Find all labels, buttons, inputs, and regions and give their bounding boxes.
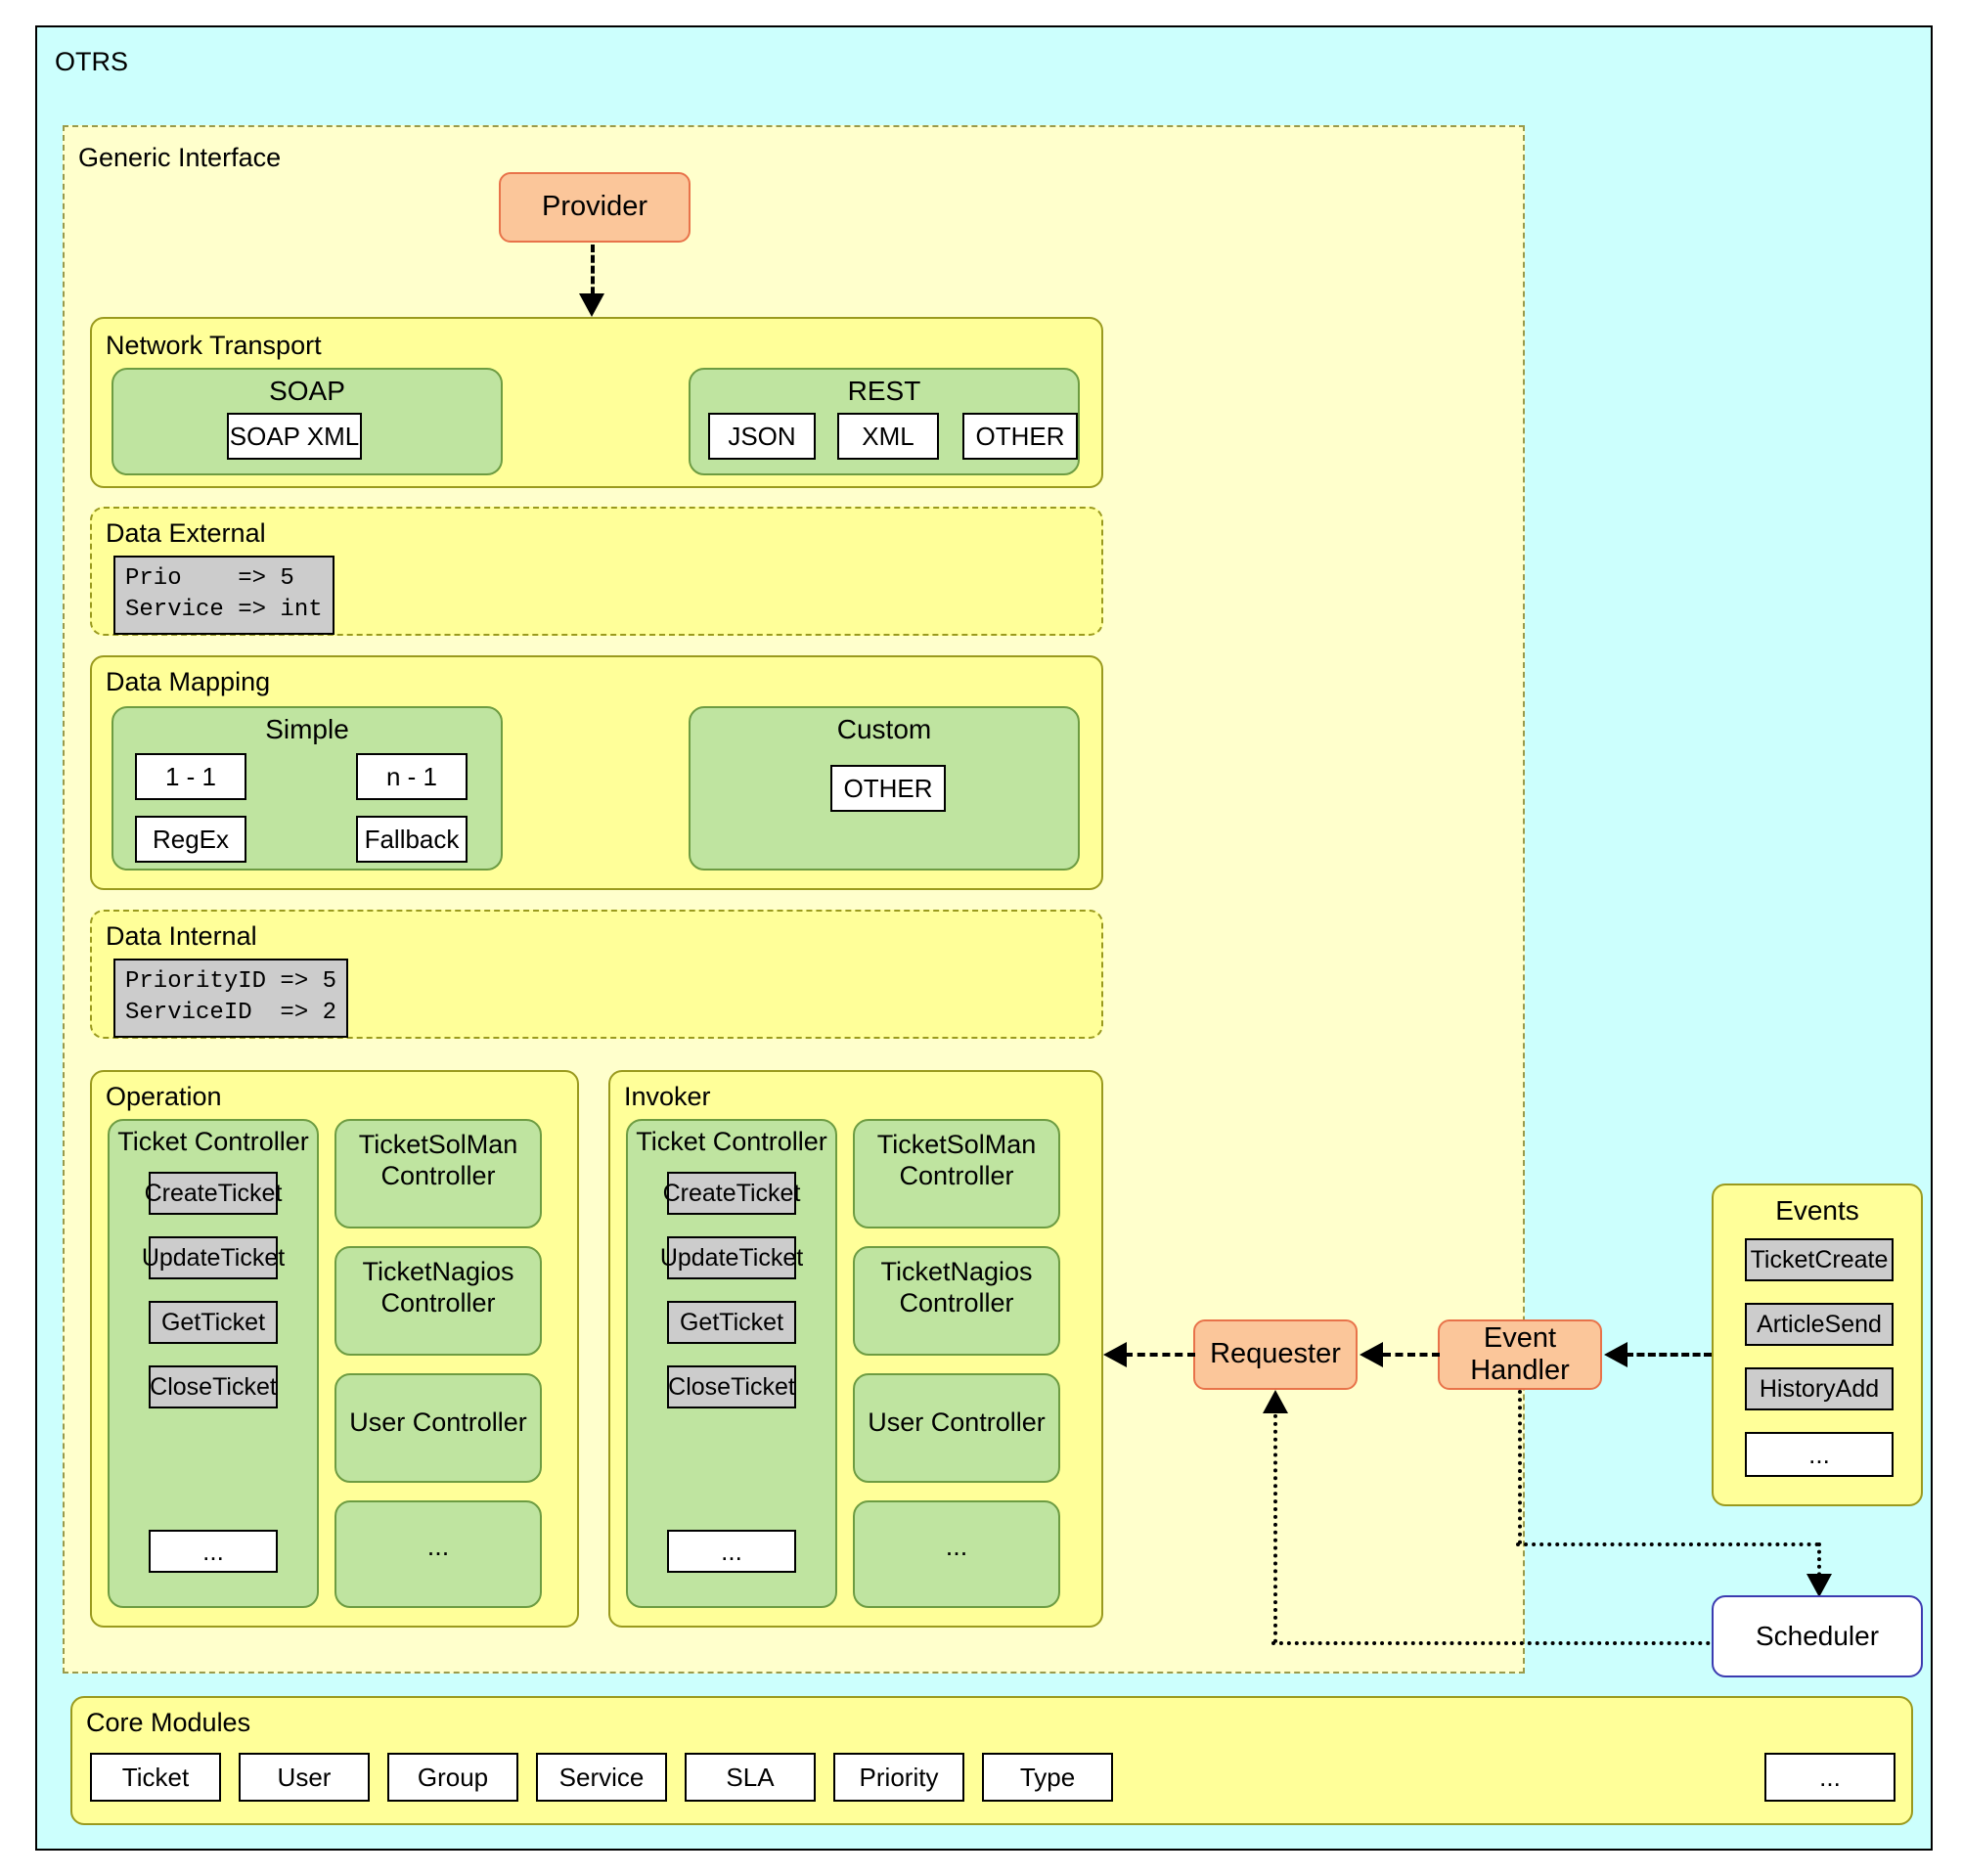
invoker-ticketnagios-label: TicketNagios Controller — [880, 1257, 1033, 1318]
operation-ticketnagios-label: TicketNagios Controller — [362, 1257, 514, 1318]
core-module-type[interactable]: Type — [982, 1753, 1113, 1802]
core-module-sla[interactable]: SLA — [685, 1753, 816, 1802]
event-historyadd[interactable]: HistoryAdd — [1745, 1367, 1894, 1410]
eventhandler-to-scheduler-arrowhead — [1806, 1574, 1832, 1597]
operation-op-getticket[interactable]: GetTicket — [149, 1301, 278, 1344]
data-external-title: Data External — [106, 518, 266, 548]
core-module-more[interactable]: ... — [1764, 1753, 1895, 1802]
invoker-panel: Invoker Ticket Controller CreateTicket U… — [608, 1070, 1103, 1628]
rest-panel: REST JSON XML OTHER — [689, 368, 1080, 475]
operation-more-controller[interactable]: ... — [334, 1500, 542, 1608]
invoker-user-controller[interactable]: User Controller — [853, 1373, 1060, 1483]
scheduler-to-requester-hline — [1271, 1641, 1819, 1645]
core-modules-panel: Core Modules Ticket User Group Service S… — [70, 1696, 1913, 1825]
event-articlesend[interactable]: ArticleSend — [1745, 1303, 1894, 1346]
requester-box[interactable]: Requester — [1193, 1319, 1358, 1390]
operation-op-more[interactable]: ... — [149, 1530, 278, 1573]
invoker-ticketsolman-label: TicketSolMan Controller — [876, 1130, 1037, 1191]
custom-mapping-panel: Custom OTHER — [689, 706, 1080, 871]
soap-title: SOAP — [269, 376, 345, 406]
network-transport-title: Network Transport — [106, 331, 322, 360]
provider-to-transport-line — [591, 245, 595, 305]
scheduler-to-requester-arrowhead — [1263, 1390, 1288, 1413]
requester-to-invoker-line — [1125, 1353, 1195, 1357]
rest-xml-chip[interactable]: XML — [837, 413, 939, 460]
mapping-regex-chip[interactable]: RegEx — [135, 816, 246, 863]
event-more[interactable]: ... — [1745, 1432, 1894, 1477]
eventhandler-to-requester-arrowhead — [1360, 1342, 1383, 1367]
data-internal-code: PriorityID => 5 ServiceID => 2 — [113, 959, 349, 1039]
event-ticketcreate[interactable]: TicketCreate — [1745, 1238, 1894, 1281]
core-module-user[interactable]: User — [239, 1753, 370, 1802]
network-transport-panel: Network Transport SOAP SOAP XML REST JSO… — [90, 317, 1103, 488]
requester-to-invoker-arrowhead — [1103, 1342, 1127, 1367]
eventhandler-to-requester-line — [1383, 1353, 1440, 1357]
operation-ticket-controller-panel: Ticket Controller CreateTicket UpdateTic… — [108, 1119, 319, 1608]
core-module-group[interactable]: Group — [387, 1753, 518, 1802]
operation-ticketsolman-controller[interactable]: TicketSolMan Controller — [334, 1119, 542, 1228]
operation-op-createticket[interactable]: CreateTicket — [145, 1172, 282, 1215]
events-to-eventhandler-arrowhead — [1604, 1342, 1628, 1367]
invoker-ticket-controller-title: Ticket Controller — [636, 1127, 827, 1156]
simple-mapping-title: Simple — [265, 714, 349, 744]
core-modules-title: Core Modules — [86, 1708, 251, 1737]
custom-mapping-title: Custom — [836, 714, 932, 744]
operation-ticketnagios-controller[interactable]: TicketNagios Controller — [334, 1246, 542, 1356]
event-handler-label: Event Handler — [1470, 1321, 1570, 1386]
scheduler-down-vline — [1817, 1542, 1821, 1584]
invoker-more-controller-label: ... — [945, 1532, 968, 1561]
mapping-1-1-chip[interactable]: 1 - 1 — [135, 753, 246, 800]
data-mapping-title: Data Mapping — [106, 667, 271, 696]
invoker-ticketnagios-controller[interactable]: TicketNagios Controller — [853, 1246, 1060, 1356]
provider-to-transport-arrowhead — [579, 293, 604, 317]
mapping-n-1-chip[interactable]: n - 1 — [356, 753, 468, 800]
mapping-fallback-chip[interactable]: Fallback — [356, 816, 468, 863]
data-external-panel: Data External Prio => 5 Service => int — [90, 507, 1103, 636]
data-internal-title: Data Internal — [106, 921, 257, 951]
operation-op-closeticket[interactable]: CloseTicket — [149, 1365, 278, 1408]
provider-box[interactable]: Provider — [499, 172, 691, 243]
operation-title: Operation — [106, 1082, 222, 1111]
operation-ticket-controller-title: Ticket Controller — [117, 1127, 309, 1156]
soap-panel: SOAP SOAP XML — [111, 368, 503, 475]
rest-title: REST — [847, 376, 921, 406]
eventhandler-to-scheduler-hline — [1516, 1542, 1819, 1546]
invoker-op-getticket[interactable]: GetTicket — [667, 1301, 796, 1344]
events-title: Events — [1775, 1195, 1859, 1226]
invoker-more-controller[interactable]: ... — [853, 1500, 1060, 1608]
invoker-ticketsolman-controller[interactable]: TicketSolMan Controller — [853, 1119, 1060, 1228]
scheduler-to-requester-vline — [1273, 1407, 1277, 1643]
operation-op-updateticket[interactable]: UpdateTicket — [142, 1236, 285, 1279]
generic-interface-title: Generic Interface — [78, 143, 282, 172]
simple-mapping-panel: Simple 1 - 1 n - 1 RegEx Fallback — [111, 706, 503, 871]
events-panel: Events TicketCreate ArticleSend HistoryA… — [1712, 1184, 1923, 1506]
invoker-user-controller-label: User Controller — [868, 1407, 1046, 1437]
soap-xml-chip[interactable]: SOAP XML — [227, 413, 362, 460]
invoker-op-closeticket[interactable]: CloseTicket — [667, 1365, 796, 1408]
invoker-op-updateticket[interactable]: UpdateTicket — [660, 1236, 803, 1279]
events-to-eventhandler-line — [1626, 1353, 1712, 1357]
rest-json-chip[interactable]: JSON — [708, 413, 816, 460]
operation-more-controller-label: ... — [426, 1532, 450, 1561]
event-handler-box[interactable]: Event Handler — [1438, 1319, 1602, 1390]
custom-other-chip[interactable]: OTHER — [830, 765, 946, 812]
eventhandler-to-scheduler-vline — [1518, 1390, 1522, 1544]
scheduler-box[interactable]: Scheduler — [1712, 1595, 1923, 1677]
invoker-title: Invoker — [624, 1082, 711, 1111]
data-mapping-panel: Data Mapping Simple 1 - 1 n - 1 RegEx Fa… — [90, 655, 1103, 890]
core-module-service[interactable]: Service — [536, 1753, 667, 1802]
operation-user-controller-label: User Controller — [349, 1407, 527, 1437]
otrs-title: OTRS — [55, 47, 129, 76]
data-external-code: Prio => 5 Service => int — [113, 556, 334, 636]
core-module-ticket[interactable]: Ticket — [90, 1753, 221, 1802]
invoker-ticket-controller-panel: Ticket Controller CreateTicket UpdateTic… — [626, 1119, 837, 1608]
operation-panel: Operation Ticket Controller CreateTicket… — [90, 1070, 579, 1628]
operation-user-controller[interactable]: User Controller — [334, 1373, 542, 1483]
invoker-op-createticket[interactable]: CreateTicket — [663, 1172, 800, 1215]
rest-other-chip[interactable]: OTHER — [962, 413, 1078, 460]
operation-ticketsolman-label: TicketSolMan Controller — [358, 1130, 518, 1191]
invoker-op-more[interactable]: ... — [667, 1530, 796, 1573]
core-module-priority[interactable]: Priority — [833, 1753, 964, 1802]
data-internal-panel: Data Internal PriorityID => 5 ServiceID … — [90, 910, 1103, 1039]
